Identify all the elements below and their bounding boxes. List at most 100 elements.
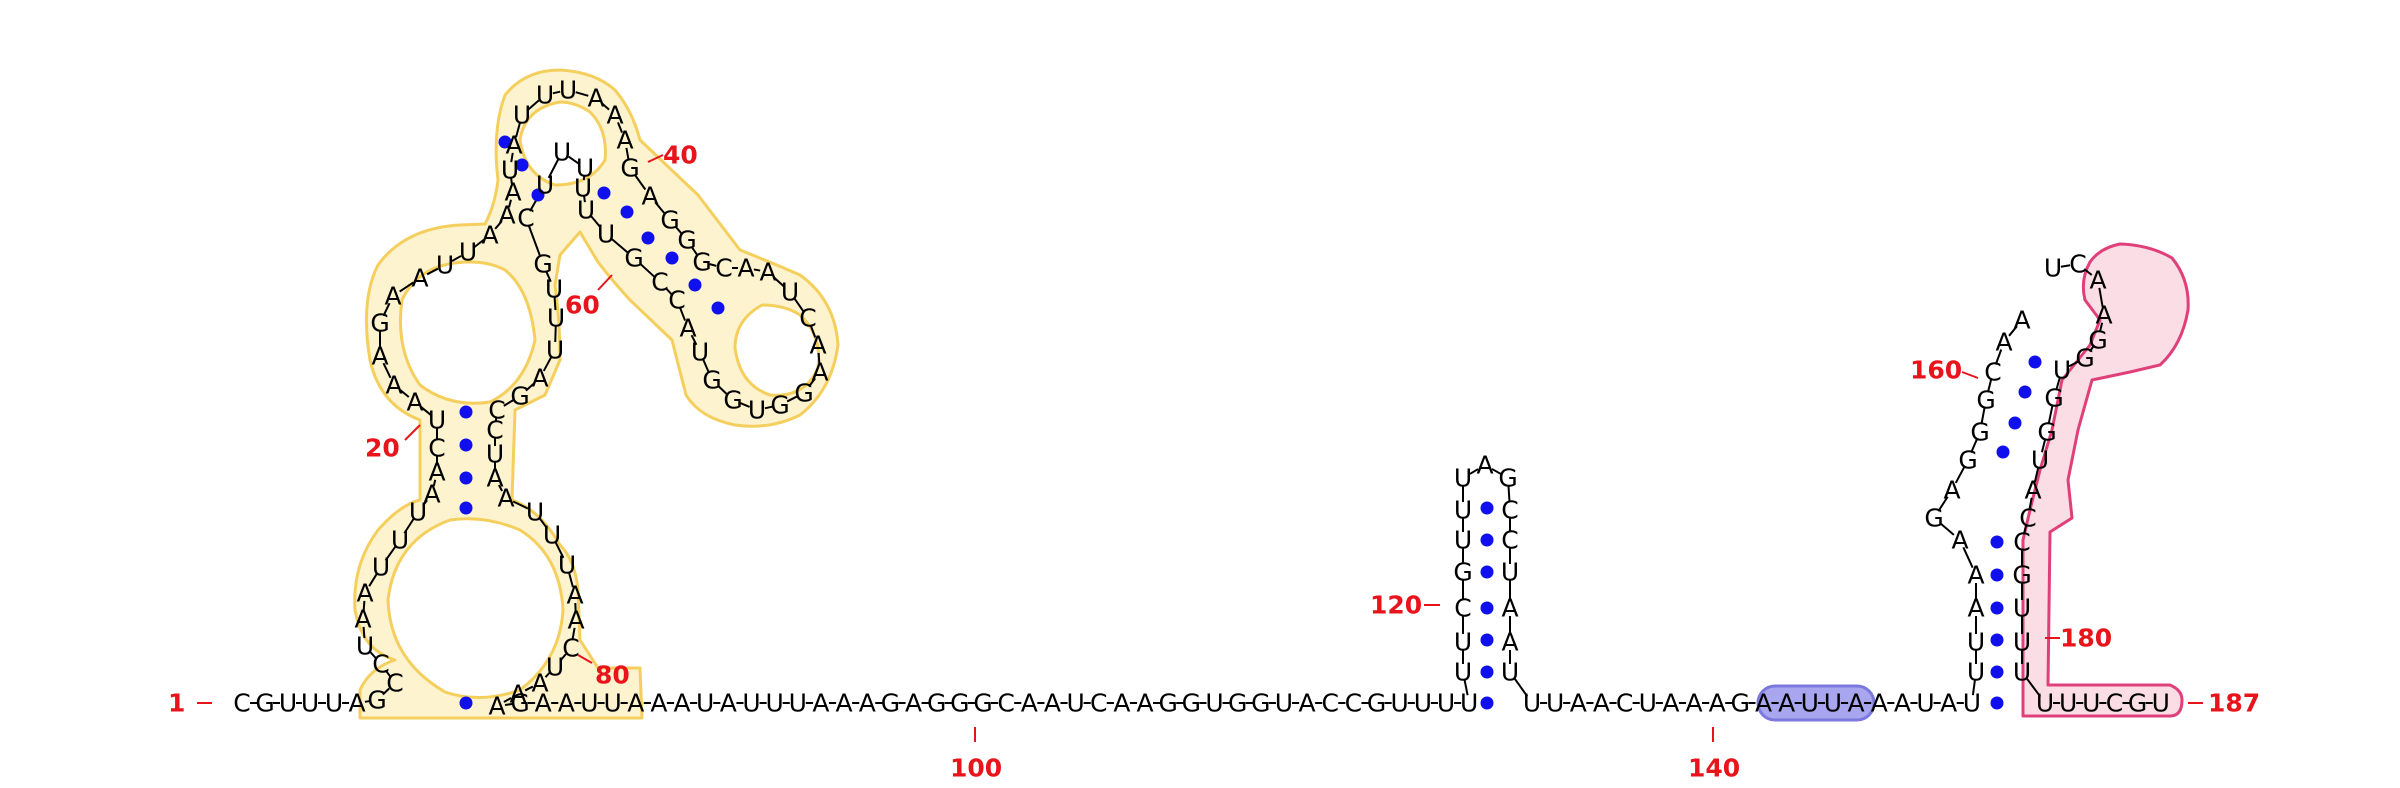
backbone-link xyxy=(553,296,557,311)
nucleotide: A xyxy=(1299,689,1316,718)
nucleotide: A xyxy=(2089,266,2106,295)
nucleotide: U xyxy=(781,278,799,307)
backbone-link xyxy=(2068,360,2079,368)
base-pair-dot xyxy=(1996,445,2010,459)
nucleotide: C xyxy=(428,434,445,463)
nucleotide: A xyxy=(406,388,423,417)
backbone-link xyxy=(503,697,512,703)
nucleotide: A xyxy=(567,606,584,635)
nucleotide: G xyxy=(1251,689,1270,718)
nucleotide: A xyxy=(531,669,548,698)
backbone-link xyxy=(382,362,392,379)
backbone-link xyxy=(362,600,366,612)
nucleotide: A xyxy=(531,364,548,393)
nucleotide: U xyxy=(428,406,446,435)
nucleotide: U xyxy=(356,632,374,661)
backbone-link xyxy=(808,377,816,388)
backbone-link xyxy=(617,122,623,133)
nucleotide: U xyxy=(1501,658,1519,687)
nucleotide: G xyxy=(1159,689,1178,718)
nucleotide: U xyxy=(1414,689,1432,718)
backbone-link xyxy=(2022,525,2028,535)
backbone-link xyxy=(1491,468,1502,475)
base-pair-dot xyxy=(1480,565,1494,579)
nucleotide: U xyxy=(696,689,714,718)
nucleotide: A xyxy=(1951,526,1968,555)
nucleotide: G xyxy=(510,382,529,411)
position-label: 187 xyxy=(2208,689,2260,718)
nucleotide: G xyxy=(794,379,813,408)
backbone-link xyxy=(368,573,378,587)
nucleotide: A xyxy=(384,282,401,311)
nucleotide: G xyxy=(677,226,696,255)
nucleotide: G xyxy=(723,386,742,415)
nucleotide: A xyxy=(558,689,575,718)
nucleotide: A xyxy=(737,254,754,283)
position-label: 160 xyxy=(1910,356,1962,385)
nucleotide: U xyxy=(1523,689,1541,718)
nucleotide: U xyxy=(789,689,807,718)
nucleotide: U xyxy=(543,521,561,550)
nucleotide: A xyxy=(809,331,826,360)
backbone-link xyxy=(709,263,717,267)
nucleotide: U xyxy=(546,336,564,365)
nucleotide: U xyxy=(748,396,766,425)
nucleotide: U xyxy=(1391,689,1409,718)
nucleotide: U xyxy=(580,689,598,718)
nucleotide: C xyxy=(2106,689,2123,718)
backbone-link xyxy=(552,90,561,95)
backbone-link xyxy=(793,298,805,312)
nucleotide: A xyxy=(385,371,402,400)
nucleotide: U xyxy=(691,338,709,367)
backbone-link xyxy=(773,276,785,288)
backbone-link xyxy=(494,220,503,230)
backbone-link xyxy=(1962,546,1974,569)
nucleotide: A xyxy=(411,264,428,293)
backbone-link xyxy=(2055,377,2061,391)
nucleotide: A xyxy=(1709,689,1726,718)
nucleotide: A xyxy=(1967,561,1984,590)
base-pair-dot xyxy=(1480,696,1494,710)
backbone-link xyxy=(2033,467,2040,483)
nucleotide: G xyxy=(255,689,274,718)
nucleotide: A xyxy=(1894,689,1911,718)
nucleotide: U xyxy=(526,498,544,527)
backbone-link xyxy=(2083,268,2093,276)
base-pair-dot xyxy=(1480,501,1494,515)
base-pair-dot xyxy=(641,231,655,245)
backbone-link xyxy=(690,246,699,256)
nucleotide: A xyxy=(1940,689,1957,718)
position-label: 20 xyxy=(365,434,400,463)
base-pair-dot xyxy=(1990,568,2004,582)
position-tick xyxy=(1961,371,1979,379)
nucleotide: U xyxy=(1454,628,1472,657)
backbone-link xyxy=(654,201,666,215)
backbone-link xyxy=(817,352,821,365)
position-tick xyxy=(577,654,593,664)
nucleotide: G xyxy=(1970,418,1989,447)
backbone-link xyxy=(382,687,390,696)
nucleotide: U xyxy=(2053,356,2071,385)
nucleotide: G xyxy=(770,391,789,420)
nucleotide: U xyxy=(459,238,477,267)
nucleotide: A xyxy=(673,689,690,718)
nucleotide: A xyxy=(905,689,922,718)
nucleotide: G xyxy=(370,309,389,338)
backbone-link xyxy=(510,177,513,185)
nucleotide: A xyxy=(836,689,853,718)
nucleotide: U xyxy=(765,689,783,718)
backbone-link xyxy=(2025,677,2042,698)
backbone-link xyxy=(625,147,630,161)
nucleotide: A xyxy=(641,182,658,211)
backbone-link xyxy=(473,239,485,248)
base-pair-dot xyxy=(459,438,473,452)
backbone-link xyxy=(399,389,410,398)
backbone-link xyxy=(717,384,728,396)
backbone-link xyxy=(554,541,565,559)
nucleotide: A xyxy=(428,458,445,487)
backbone-link xyxy=(753,268,761,272)
base-pair-dot xyxy=(459,405,473,419)
nucleotide: C xyxy=(1616,689,1633,718)
nucleotide: U xyxy=(603,689,621,718)
nucleotide: G xyxy=(1453,558,1472,587)
